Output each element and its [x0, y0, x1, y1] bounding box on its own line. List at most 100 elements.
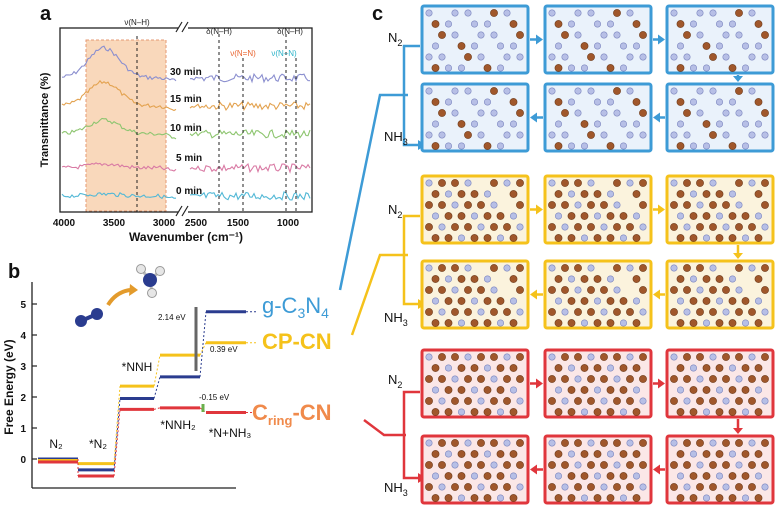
- atom-n: [567, 20, 575, 28]
- atom-c: [503, 375, 511, 383]
- structure-grid: [420, 4, 775, 505]
- atom-c: [689, 494, 698, 502]
- atom-n: [509, 120, 517, 128]
- atom-n: [670, 87, 678, 95]
- atom-c: [580, 275, 589, 283]
- atom-c: [709, 53, 717, 61]
- atom-c: [754, 450, 763, 458]
- atom-n: [761, 53, 769, 61]
- atom-c: [425, 461, 433, 469]
- atom-n: [561, 131, 569, 139]
- atom-c: [425, 308, 433, 316]
- atom-c: [600, 439, 608, 447]
- row-label-bottom: NH3: [384, 129, 408, 147]
- atom-n: [567, 364, 575, 372]
- atom-n: [639, 483, 647, 491]
- atom-n: [438, 397, 446, 405]
- peak-label: ν(N–H): [124, 18, 150, 27]
- atom-c: [587, 461, 595, 469]
- atom-n: [477, 483, 485, 491]
- atom-c: [676, 234, 685, 242]
- atom-c: [761, 201, 769, 209]
- atom-c: [722, 286, 730, 294]
- atom-c: [676, 98, 685, 106]
- atom-n: [554, 120, 562, 128]
- atom-n: [593, 98, 601, 106]
- energy-connector: [153, 355, 161, 387]
- atom-c: [431, 20, 440, 28]
- atom-n: [451, 31, 459, 39]
- atom-c: [728, 297, 737, 305]
- atom-n: [548, 87, 556, 95]
- atom-c: [464, 223, 472, 231]
- atom-c: [464, 461, 472, 469]
- atom-n: [438, 223, 446, 231]
- atom-c: [702, 42, 711, 50]
- atom-n: [470, 98, 478, 106]
- structure-panel: [543, 434, 653, 505]
- atom-n: [593, 42, 601, 50]
- atom-n: [580, 142, 588, 150]
- atom-n: [587, 439, 595, 447]
- atom-n: [689, 20, 697, 28]
- atom-c: [593, 364, 602, 372]
- atom-c: [457, 212, 466, 220]
- atom-c: [438, 201, 446, 209]
- structure-box: [665, 82, 775, 153]
- atom-n: [728, 98, 736, 106]
- atom-n: [567, 275, 575, 283]
- atom-c: [574, 179, 582, 187]
- atom-c: [639, 375, 647, 383]
- atom-c: [606, 212, 615, 220]
- atom-c: [580, 190, 589, 198]
- atom-n: [509, 386, 517, 394]
- atom-n: [490, 109, 498, 117]
- atom-n: [431, 297, 439, 305]
- atom-n: [477, 308, 485, 316]
- atom-c: [683, 439, 691, 447]
- atom-c: [431, 142, 440, 150]
- structure-panel: [420, 174, 530, 245]
- atom-n: [626, 353, 634, 361]
- atom-c: [451, 264, 459, 272]
- atom-n: [606, 20, 614, 28]
- structure-panel: [543, 174, 653, 245]
- atom-c: [626, 397, 634, 405]
- atom-n: [715, 20, 723, 28]
- atom-c: [509, 20, 518, 28]
- atom-c: [683, 264, 691, 272]
- atom-c: [600, 286, 608, 294]
- xtick: 1500: [227, 218, 250, 229]
- atom-n: [548, 353, 556, 361]
- atom-c: [709, 286, 717, 294]
- atom-n: [613, 375, 621, 383]
- atom-c: [509, 98, 518, 106]
- atom-n: [696, 87, 704, 95]
- atom-c: [761, 353, 769, 361]
- energy-connector: [113, 409, 121, 477]
- atom-c: [632, 364, 641, 372]
- atom-c: [683, 31, 691, 39]
- structure-box: [543, 4, 653, 75]
- atom-n: [606, 190, 614, 198]
- atom-c: [587, 308, 595, 316]
- atom-n: [477, 31, 485, 39]
- atom-c: [490, 179, 498, 187]
- atom-c: [464, 53, 472, 61]
- atom-n: [593, 297, 601, 305]
- atom-c: [561, 264, 569, 272]
- atom-n: [470, 42, 478, 50]
- atom-c: [639, 353, 647, 361]
- atom-c: [567, 234, 576, 242]
- atom-c: [632, 408, 641, 416]
- arrow-head: [129, 284, 138, 296]
- atom-c: [754, 364, 763, 372]
- energy-annotation: 2.14 eV: [158, 313, 186, 322]
- atom-c: [516, 264, 524, 272]
- row-label-top: N2: [388, 202, 402, 220]
- atom-n: [626, 439, 634, 447]
- atom-c: [457, 42, 466, 50]
- atom-n: [600, 131, 608, 139]
- atom-c: [613, 9, 621, 17]
- atom-c: [561, 286, 569, 294]
